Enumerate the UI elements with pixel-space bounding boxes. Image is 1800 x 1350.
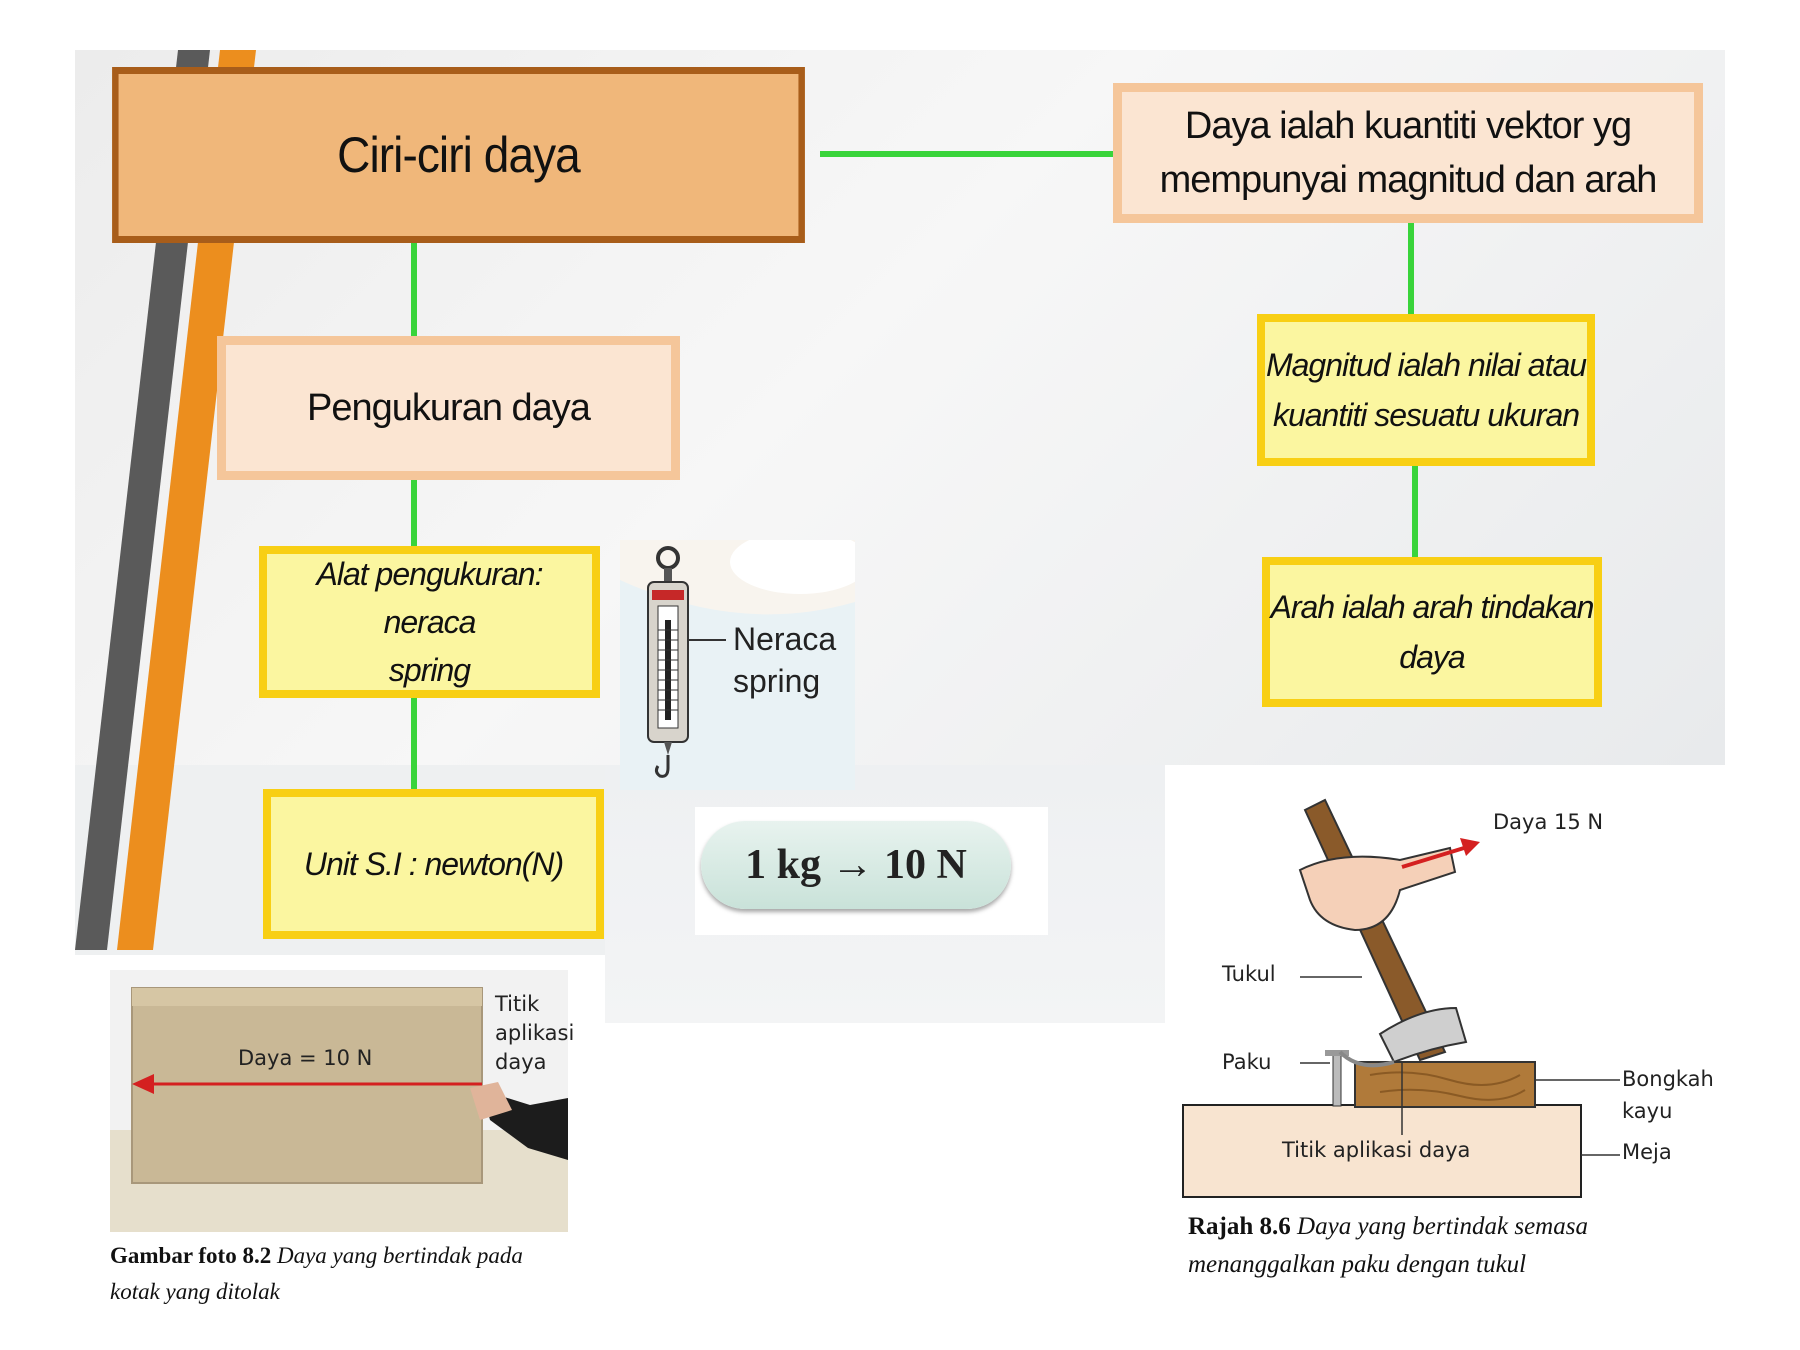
- box-point-label: Titik aplikasi daya: [495, 990, 574, 1077]
- formula-text: 1 kg → 10 N: [745, 842, 967, 888]
- hammer-caption-italic-2: menanggalkan paku dengan tukul: [1188, 1251, 1527, 1278]
- box-push-illustration: [110, 970, 568, 1232]
- magnitude-line-2: kuantiti sesuatu ukuran: [1272, 397, 1580, 433]
- measurement-text: Pengukuran daya: [307, 386, 591, 429]
- box-caption-bold: Gambar foto 8.2: [110, 1243, 272, 1268]
- title-text: Ciri-ciri daya: [337, 127, 581, 183]
- title-box: Ciri-ciri daya: [112, 67, 805, 243]
- wood-block-label-1: Bongkah: [1622, 1067, 1714, 1091]
- hammer-illustration: [1182, 798, 1620, 1198]
- tool-line-2: spring: [388, 652, 471, 688]
- hammer-label: Tukul: [1222, 962, 1276, 986]
- box-point-label-1: Titik: [495, 992, 540, 1016]
- formula-panel: 1 kg → 10 N: [695, 807, 1048, 935]
- definition-box: Daya ialah kuantiti vektor yg mempunyai …: [1113, 83, 1703, 223]
- definition-line-1: Daya ialah kuantiti vektor yg: [1184, 105, 1632, 147]
- connector-title-measurement: [411, 243, 417, 337]
- connector-definition-magnitude: [1408, 223, 1414, 315]
- hammer-caption-italic-1: Daya yang bertindak semasa: [1297, 1213, 1588, 1240]
- connector-measurement-tool: [411, 478, 417, 548]
- hammer-caption-bold: Rajah 8.6: [1188, 1213, 1291, 1240]
- connector-title-definition: [820, 151, 1120, 157]
- connector-tool-unit: [411, 697, 417, 789]
- spring-label-line-1: Neraca: [733, 621, 837, 657]
- connector-magnitude-direction: [1412, 466, 1418, 558]
- box-force-label: Daya = 10 N: [238, 1046, 373, 1070]
- spring-balance-illustration: [620, 540, 855, 790]
- hammer-force-label: Daya 15 N: [1493, 810, 1604, 834]
- spring-balance-label: Neraca spring: [733, 618, 836, 702]
- box-photo-caption: Gambar foto 8.2 Daya yang bertindak pada…: [110, 1238, 610, 1310]
- wood-block-label-2: kayu: [1622, 1099, 1673, 1123]
- box-push-photo: Daya = 10 N: [110, 970, 568, 1232]
- hammer-figure-caption: Rajah 8.6 Daya yang bertindak semasa men…: [1188, 1208, 1748, 1284]
- direction-line-2: daya: [1399, 639, 1465, 675]
- spring-balance-panel: Neraca spring: [620, 540, 855, 790]
- magnitude-line-1: Magnitud ialah nilai atau: [1265, 347, 1587, 383]
- hammer-point-label: Titik aplikasi daya: [1282, 1138, 1471, 1162]
- wood-block-label: Bongkah kayu: [1622, 1063, 1714, 1127]
- orange-stripe: [117, 50, 256, 950]
- direction-line-1: Arah ialah arah tindakan: [1270, 589, 1595, 625]
- grey-stripe: [75, 50, 210, 950]
- box-point-label-3: daya: [495, 1050, 547, 1074]
- table-label: Meja: [1622, 1140, 1672, 1164]
- direction-box: Arah ialah arah tindakan daya: [1262, 557, 1602, 707]
- tool-box: Alat pengukuran: neraca spring: [259, 546, 600, 698]
- unit-box: Unit S.I : newton(N): [263, 789, 604, 939]
- unit-text: Unit S.I : newton(N): [303, 845, 564, 882]
- nail-label: Paku: [1222, 1050, 1272, 1074]
- formula-pill: 1 kg → 10 N: [701, 821, 1011, 909]
- tool-line-1: Alat pengukuran: neraca: [316, 556, 544, 640]
- measurement-box: Pengukuran daya: [217, 336, 680, 480]
- definition-line-2: mempunyai magnitud dan arah: [1159, 159, 1658, 201]
- box-point-label-2: aplikasi: [495, 1021, 575, 1045]
- magnitude-box: Magnitud ialah nilai atau kuantiti sesua…: [1257, 314, 1595, 466]
- box-caption-italic-2: kotak yang ditolak: [110, 1279, 280, 1304]
- spring-label-line-2: spring: [733, 663, 821, 699]
- box-caption-italic-1: Daya yang bertindak pada: [276, 1243, 523, 1268]
